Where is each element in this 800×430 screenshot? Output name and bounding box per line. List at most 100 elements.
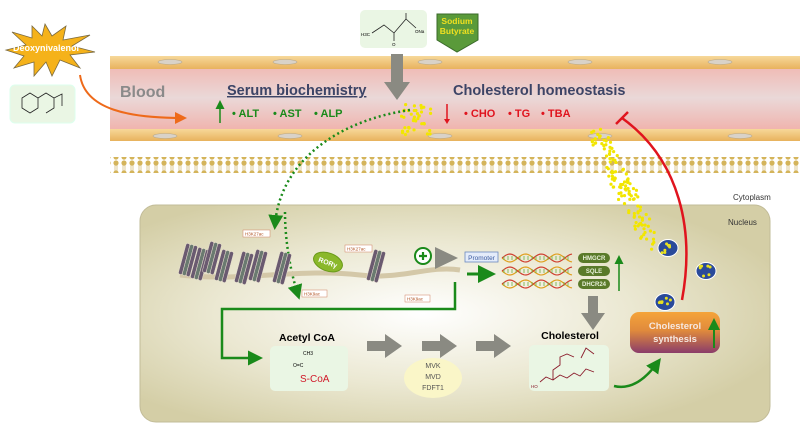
- gray-arrow: [422, 334, 457, 358]
- butyrate-acetylation-arrow: [283, 211, 303, 300]
- synthesis-label-2: synthesis: [653, 334, 697, 345]
- particle: [622, 193, 627, 198]
- lipid-droplet: [695, 262, 717, 280]
- particle: [399, 114, 404, 118]
- nucleosome: [178, 243, 198, 277]
- lipid-droplets: [654, 239, 717, 311]
- particle: [611, 185, 615, 189]
- toxin-starburst: [4, 22, 96, 78]
- butyrate-structure: [360, 10, 427, 48]
- particle: [631, 197, 636, 201]
- particle: [422, 121, 426, 126]
- butyrate-label-2: Butyrate: [440, 26, 475, 36]
- lipid-droplet: [654, 293, 676, 311]
- acetyl-coa-arrow: [220, 282, 457, 366]
- molecule-structure-icon: [21, 92, 63, 114]
- particle: [652, 230, 656, 235]
- cholesterol-item: • CHO: [464, 108, 496, 120]
- serum-item: • ALP: [314, 108, 343, 120]
- particle: [413, 108, 417, 113]
- particle: [597, 135, 602, 139]
- particle: [636, 211, 640, 215]
- nucleosome: [214, 249, 234, 283]
- particle: [610, 146, 614, 150]
- cholesterol-synthesis-box: [630, 312, 720, 353]
- cholesterol-structure: [529, 345, 609, 391]
- particle: [602, 144, 606, 148]
- particle: [602, 138, 606, 142]
- particle: [628, 197, 632, 201]
- particle: [632, 214, 637, 218]
- transcription-start-icon: [435, 247, 458, 269]
- particle: [598, 127, 603, 131]
- particle: [612, 150, 616, 154]
- serum-item: • AST: [273, 108, 302, 120]
- particle: [604, 154, 609, 158]
- particle: [614, 160, 618, 165]
- particle: [602, 147, 606, 151]
- enzyme-mvk: MVK: [425, 363, 441, 370]
- scoa-label: S-CoA: [300, 374, 330, 385]
- particle: [412, 128, 416, 132]
- particle: [428, 107, 433, 111]
- gray-arrow: [476, 334, 511, 358]
- molecule-structure-icon: [371, 13, 417, 41]
- gray-arrow: [581, 296, 605, 330]
- particle: [613, 170, 618, 174]
- cell-membrane: [110, 157, 800, 173]
- gray-arrow: [367, 334, 402, 358]
- particle: [428, 128, 432, 133]
- nucleosomes: [178, 241, 386, 285]
- particle: [404, 103, 408, 107]
- particle: [600, 141, 604, 146]
- particle: [634, 193, 638, 197]
- promoter-box: [464, 251, 499, 263]
- particle: [627, 209, 631, 213]
- enzymes-oval: [404, 358, 462, 398]
- particle: [607, 152, 612, 156]
- particle: [624, 172, 628, 176]
- particle: [644, 212, 648, 217]
- gene-dna: [501, 253, 573, 289]
- particle: [629, 194, 633, 198]
- particle: [612, 178, 616, 182]
- cytoplasm-label: Cytoplasm: [733, 193, 771, 202]
- particle: [593, 137, 597, 141]
- particle: [591, 143, 595, 147]
- butyrate-label-1: Sodium: [441, 16, 473, 26]
- particle: [632, 211, 636, 216]
- acetyl-coa-title: Acetyl CoA: [279, 332, 335, 344]
- cholesterol-title: Cholesterol: [541, 330, 599, 342]
- particle: [619, 191, 623, 195]
- acetyl-coa-structure: [270, 346, 348, 391]
- particle: [634, 188, 639, 192]
- inhibition-arrow: [621, 116, 688, 301]
- particle: [619, 182, 623, 187]
- particle: [425, 132, 430, 136]
- particle: [412, 115, 417, 119]
- particle: [412, 104, 417, 108]
- particle: [422, 105, 426, 109]
- serum-item: • ALT: [232, 108, 259, 120]
- serum-title: Serum biochemistry: [227, 83, 366, 99]
- particle: [628, 182, 632, 186]
- particle: [593, 141, 597, 145]
- particle: [647, 217, 652, 221]
- particle: [638, 208, 642, 212]
- nucleosome: [248, 249, 268, 283]
- particle: [608, 140, 613, 144]
- particle: [637, 215, 642, 219]
- particle: [619, 185, 623, 190]
- particle: [642, 232, 646, 237]
- gene-sqle: SQLE: [586, 269, 602, 275]
- particle: [428, 111, 433, 115]
- particle: [406, 129, 410, 133]
- particle: [640, 223, 644, 227]
- particle: [419, 103, 423, 108]
- particle: [403, 126, 407, 130]
- particle: [407, 125, 411, 130]
- ror-gamma: RORγ: [313, 251, 343, 273]
- nucleosome: [272, 251, 292, 285]
- histone-mark: H3K27ac: [347, 247, 366, 252]
- particle: [592, 129, 596, 133]
